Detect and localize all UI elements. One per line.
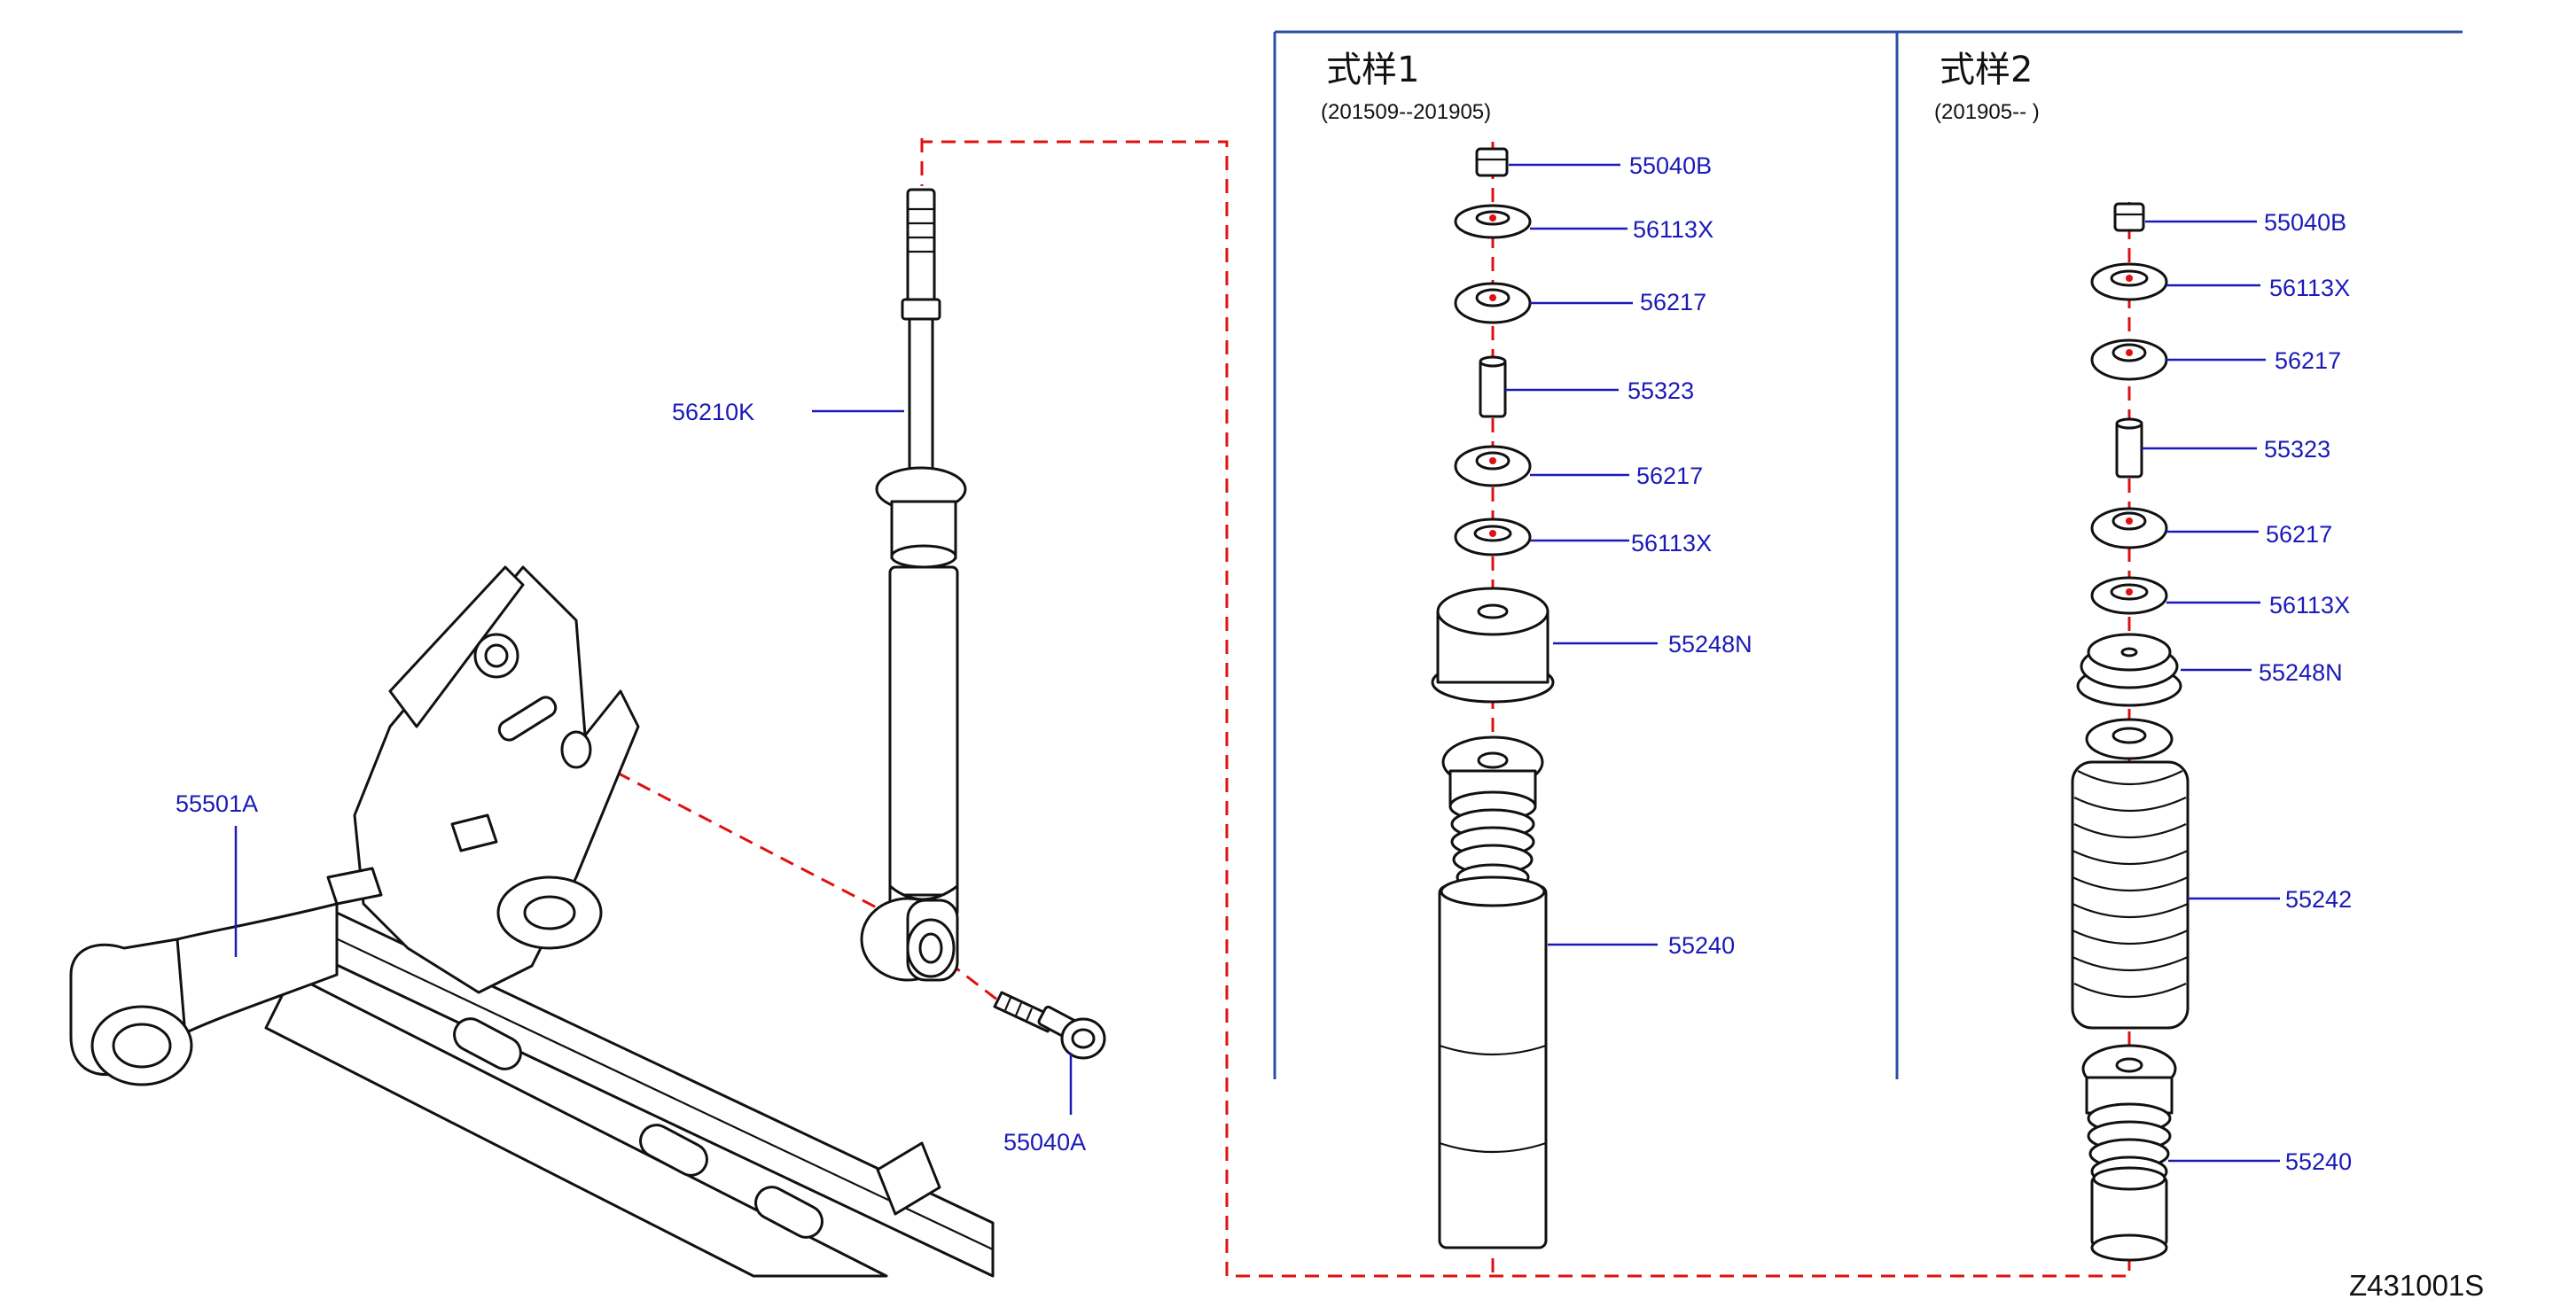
v2-label-55040b: 55040B [2264, 209, 2346, 236]
v1-label-55040b: 55040B [1629, 152, 1712, 179]
v2-label-55242: 55242 [2285, 886, 2352, 913]
axle-beam [69, 565, 995, 1278]
label-56210k: 56210K [672, 399, 754, 425]
variant1-period: (201509--201905) [1321, 100, 1491, 124]
v2-label-55323: 55323 [2264, 436, 2330, 463]
stack-center-markers [1489, 214, 2133, 595]
v2-label-56113x-bottom: 56113X [2269, 592, 2350, 619]
variant2-stack [2071, 202, 2280, 1262]
variant2-title: 式样2 [1940, 50, 2033, 90]
variant-frame [1273, 30, 2463, 1079]
v1-label-55240: 55240 [1668, 932, 1735, 959]
v1-label-56217-top: 56217 [1640, 289, 1706, 315]
variant1-title: 式样1 [1326, 50, 1419, 90]
v2-label-55240: 55240 [2285, 1148, 2352, 1175]
label-55501a: 55501A [176, 790, 258, 817]
shock-absorber [860, 188, 967, 982]
v1-label-55248n: 55248N [1668, 631, 1752, 658]
variant1-stack [1431, 147, 1658, 1249]
v1-label-56217-bottom: 56217 [1636, 463, 1703, 489]
variant2-period: (201905-- ) [1934, 100, 2040, 124]
diagram-code: Z431001S [2349, 1269, 2484, 1302]
v1-label-56113x-bottom: 56113X [1631, 530, 1712, 556]
v1-label-56113x-top: 56113X [1633, 216, 1713, 243]
v2-label-55248n: 55248N [2259, 659, 2343, 686]
v2-label-56217-bottom: 56217 [2266, 521, 2332, 548]
v1-label-55323: 55323 [1628, 377, 1694, 404]
label-55040a: 55040A [1003, 1129, 1086, 1155]
v2-label-56113x-top: 56113X [2269, 275, 2350, 301]
bolt-55040a [993, 991, 1106, 1060]
v2-label-56217-top: 56217 [2275, 347, 2341, 374]
